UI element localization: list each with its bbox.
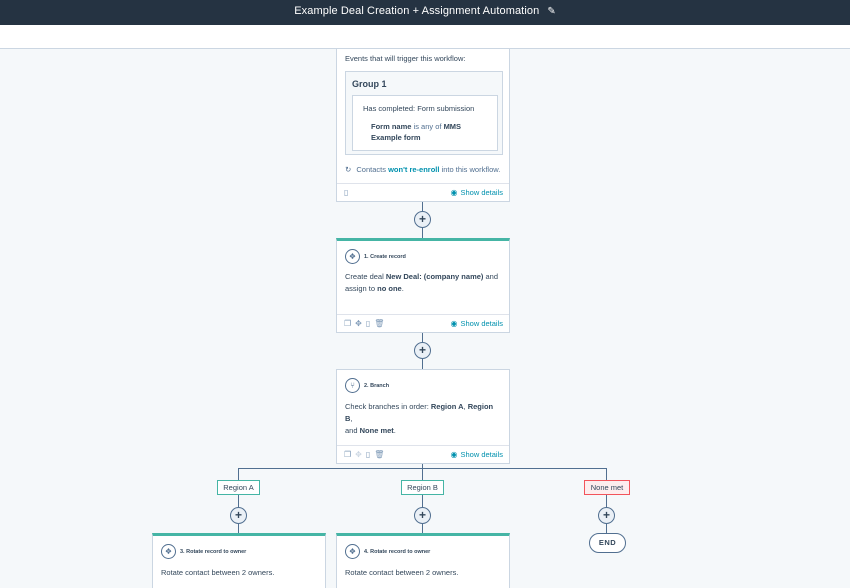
filter-op: is any of bbox=[413, 122, 442, 131]
step-1-footer: ❐✥▯🗑 ◉Show details bbox=[337, 314, 509, 332]
owner-icon: ❖ bbox=[161, 544, 176, 559]
step-4-header: ❖ 4. Rotate record to owner bbox=[345, 544, 430, 559]
step-2-show-details[interactable]: ◉Show details bbox=[450, 450, 503, 459]
branch-a-ref: Region A bbox=[430, 402, 464, 411]
step-1-text-assign: assign to bbox=[345, 284, 376, 293]
step-3-body: Rotate contact between 2 owners. bbox=[161, 568, 275, 577]
branch-label-region-b[interactable]: Region B bbox=[401, 480, 444, 495]
reenroll-suffix: into this workflow. bbox=[441, 165, 501, 174]
record-icon: ❖ bbox=[345, 249, 360, 264]
add-action-plus-icon[interactable]: + bbox=[414, 507, 431, 524]
step-1-text-prefix: Create deal bbox=[345, 272, 384, 281]
step-2-text-and: and bbox=[345, 426, 358, 435]
branch-label-region-a[interactable]: Region A bbox=[217, 480, 260, 495]
step-2-label: 2. Branch bbox=[364, 382, 390, 389]
step-2-footer: ❐✥▯🗑 ◉Show details bbox=[337, 445, 509, 463]
add-action-plus-icon[interactable]: + bbox=[414, 342, 431, 359]
reenroll-note: ↻ Contacts won't re-enroll into this wor… bbox=[345, 165, 500, 174]
reenroll-link[interactable]: won't re-enroll bbox=[388, 165, 440, 174]
trash-icon[interactable]: 🗑 bbox=[374, 450, 389, 459]
step-2-period: . bbox=[393, 426, 396, 435]
branch-icon: ⑂ bbox=[345, 378, 360, 393]
workflow-title-area: Example Deal Creation + Assignment Autom… bbox=[0, 5, 850, 17]
step-1-card[interactable]: ❖ 1. Create record Create deal New Deal: … bbox=[336, 238, 510, 333]
step-2-header: ⑂ 2. Branch bbox=[345, 378, 389, 393]
connector bbox=[238, 468, 239, 533]
comma: , bbox=[350, 414, 353, 423]
step-1-text-mid: and bbox=[485, 272, 499, 281]
comma: , bbox=[463, 402, 466, 411]
clipboard-icon[interactable]: ▯ bbox=[344, 188, 353, 197]
step-3-label: 3. Rotate record to owner bbox=[180, 548, 247, 555]
move-icon[interactable]: ✥ bbox=[355, 319, 366, 328]
eye-icon: ◉ bbox=[450, 319, 458, 328]
end-marker: END bbox=[589, 533, 626, 553]
step-1-body: Create deal New Deal: (company name) and… bbox=[345, 271, 501, 295]
add-action-plus-icon[interactable]: + bbox=[230, 507, 247, 524]
trigger-show-details[interactable]: ◉Show details bbox=[450, 188, 503, 197]
step-1-header: ❖ 1. Create record bbox=[345, 249, 406, 264]
step-1-period: . bbox=[401, 284, 404, 293]
deal-name: New Deal: (company name) bbox=[385, 272, 484, 281]
show-details-label: Show details bbox=[460, 450, 503, 459]
step-2-footer-icons: ❐✥▯🗑 bbox=[344, 450, 388, 459]
show-details-label: Show details bbox=[460, 319, 503, 328]
add-action-plus-icon[interactable]: + bbox=[598, 507, 615, 524]
eye-icon: ◉ bbox=[450, 450, 458, 459]
step-2-card[interactable]: ⑂ 2. Branch Check branches in order: Regi… bbox=[336, 369, 510, 464]
trigger-group[interactable]: Group 1 Has completed: Form submission F… bbox=[345, 71, 503, 155]
trigger-footer: ▯ ◉Show details bbox=[337, 183, 509, 201]
trigger-heading: Events that will trigger this workflow: bbox=[345, 54, 466, 63]
add-action-plus-icon[interactable]: + bbox=[414, 211, 431, 228]
toolbar bbox=[0, 25, 850, 49]
connector bbox=[606, 468, 607, 533]
show-details-label: Show details bbox=[460, 188, 503, 197]
clipboard-icon[interactable]: ▯ bbox=[365, 319, 375, 328]
step-2-text-prefix: Check branches in order: bbox=[345, 402, 429, 411]
workflow-title[interactable]: Example Deal Creation + Assignment Autom… bbox=[294, 5, 540, 17]
reenroll-prefix: Contacts bbox=[356, 165, 386, 174]
clipboard-icon[interactable]: ▯ bbox=[365, 450, 375, 459]
owner-icon: ❖ bbox=[345, 544, 360, 559]
connector bbox=[422, 468, 423, 533]
step-1-show-details[interactable]: ◉Show details bbox=[450, 319, 503, 328]
assignee: no one bbox=[377, 284, 402, 293]
condition-filter: Form name is any of MMS Example form bbox=[371, 121, 491, 143]
step-4-body: Rotate contact between 2 owners. bbox=[345, 568, 459, 577]
step-1-footer-icons: ❐✥▯🗑 bbox=[344, 319, 388, 328]
step-3-card[interactable]: ❖ 3. Rotate record to owner Rotate contac… bbox=[152, 533, 326, 588]
move-icon[interactable]: ✥ bbox=[355, 450, 366, 459]
trash-icon[interactable]: 🗑 bbox=[374, 319, 389, 328]
copy-icon[interactable]: ❐ bbox=[344, 319, 356, 328]
branch-label-none-met[interactable]: None met bbox=[584, 480, 630, 495]
filter-value-2: Example form bbox=[371, 133, 421, 142]
copy-icon[interactable]: ❐ bbox=[344, 450, 356, 459]
pencil-icon[interactable]: ✎ bbox=[547, 6, 556, 17]
step-3-header: ❖ 3. Rotate record to owner bbox=[161, 544, 246, 559]
condition-box[interactable]: Has completed: Form submission Form name… bbox=[352, 95, 498, 151]
branch-b-ref: Region B bbox=[345, 402, 494, 423]
filter-value-1: MMS bbox=[443, 122, 462, 131]
trigger-card[interactable]: Events that will trigger this workflow: … bbox=[336, 48, 510, 202]
step-4-card[interactable]: ❖ 4. Rotate record to owner Rotate contac… bbox=[336, 533, 510, 588]
filter-field: Form name bbox=[371, 122, 412, 131]
connector bbox=[422, 464, 423, 468]
step-4-label: 4. Rotate record to owner bbox=[364, 548, 431, 555]
step-2-body: Check branches in order: Region A, Regio… bbox=[345, 401, 501, 437]
step-1-label: 1. Create record bbox=[364, 253, 406, 260]
top-bar: Example Deal Creation + Assignment Autom… bbox=[0, 0, 850, 25]
group-title: Group 1 bbox=[352, 79, 387, 89]
eye-icon: ◉ bbox=[450, 188, 458, 197]
condition-title: Has completed: Form submission bbox=[363, 104, 475, 113]
reenroll-icon: ↻ bbox=[345, 165, 352, 174]
branch-none-ref: None met bbox=[359, 426, 394, 435]
